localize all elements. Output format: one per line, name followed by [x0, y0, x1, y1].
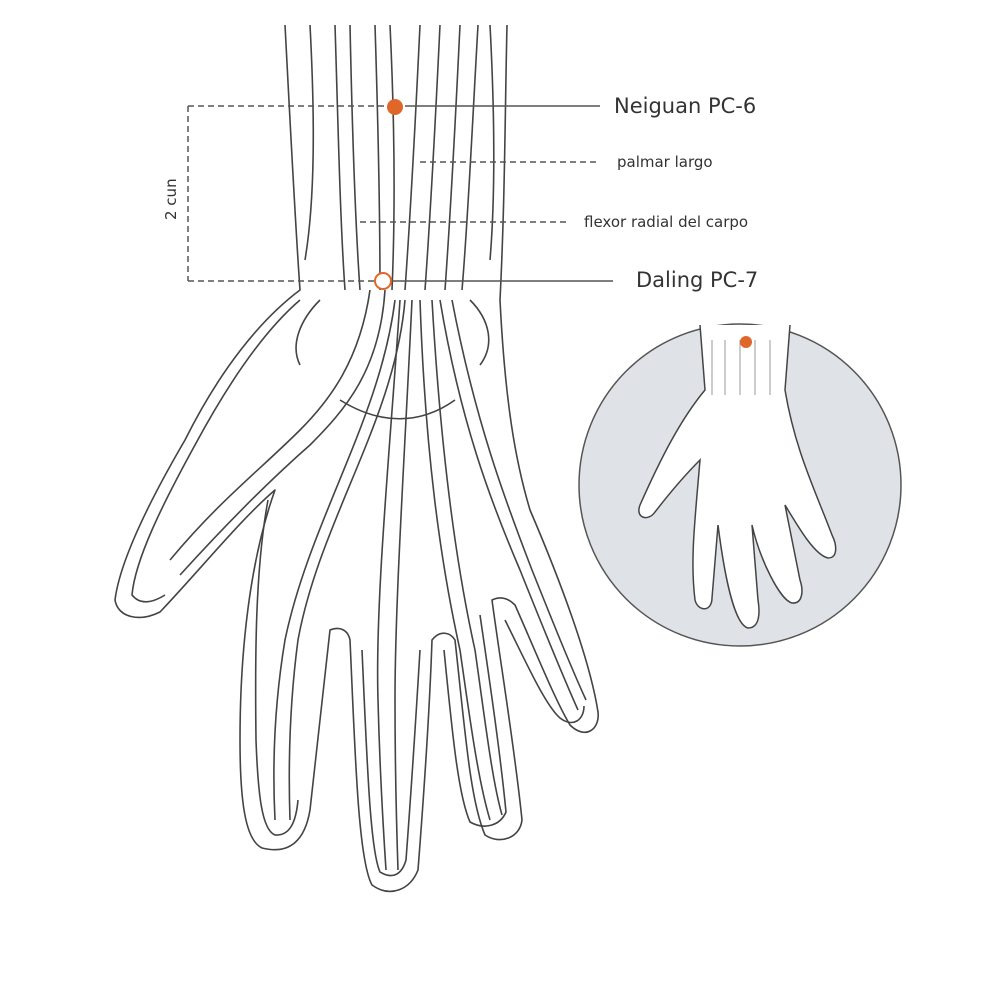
distance-label: 2 cun	[162, 178, 180, 220]
neiguan-point-marker	[387, 99, 403, 115]
hand-outline	[114, 24, 599, 893]
daling-point-marker	[374, 272, 392, 290]
dimension-lines	[187, 105, 613, 282]
daling-label: Daling PC-7	[636, 268, 759, 292]
neiguan-label: Neiguan PC-6	[614, 94, 757, 118]
inset-hand	[578, 323, 902, 647]
flexor-radial-label: flexor radial del carpo	[584, 213, 749, 231]
inset-point-marker	[740, 336, 752, 348]
palmar-largo-label: palmar largo	[617, 153, 713, 171]
